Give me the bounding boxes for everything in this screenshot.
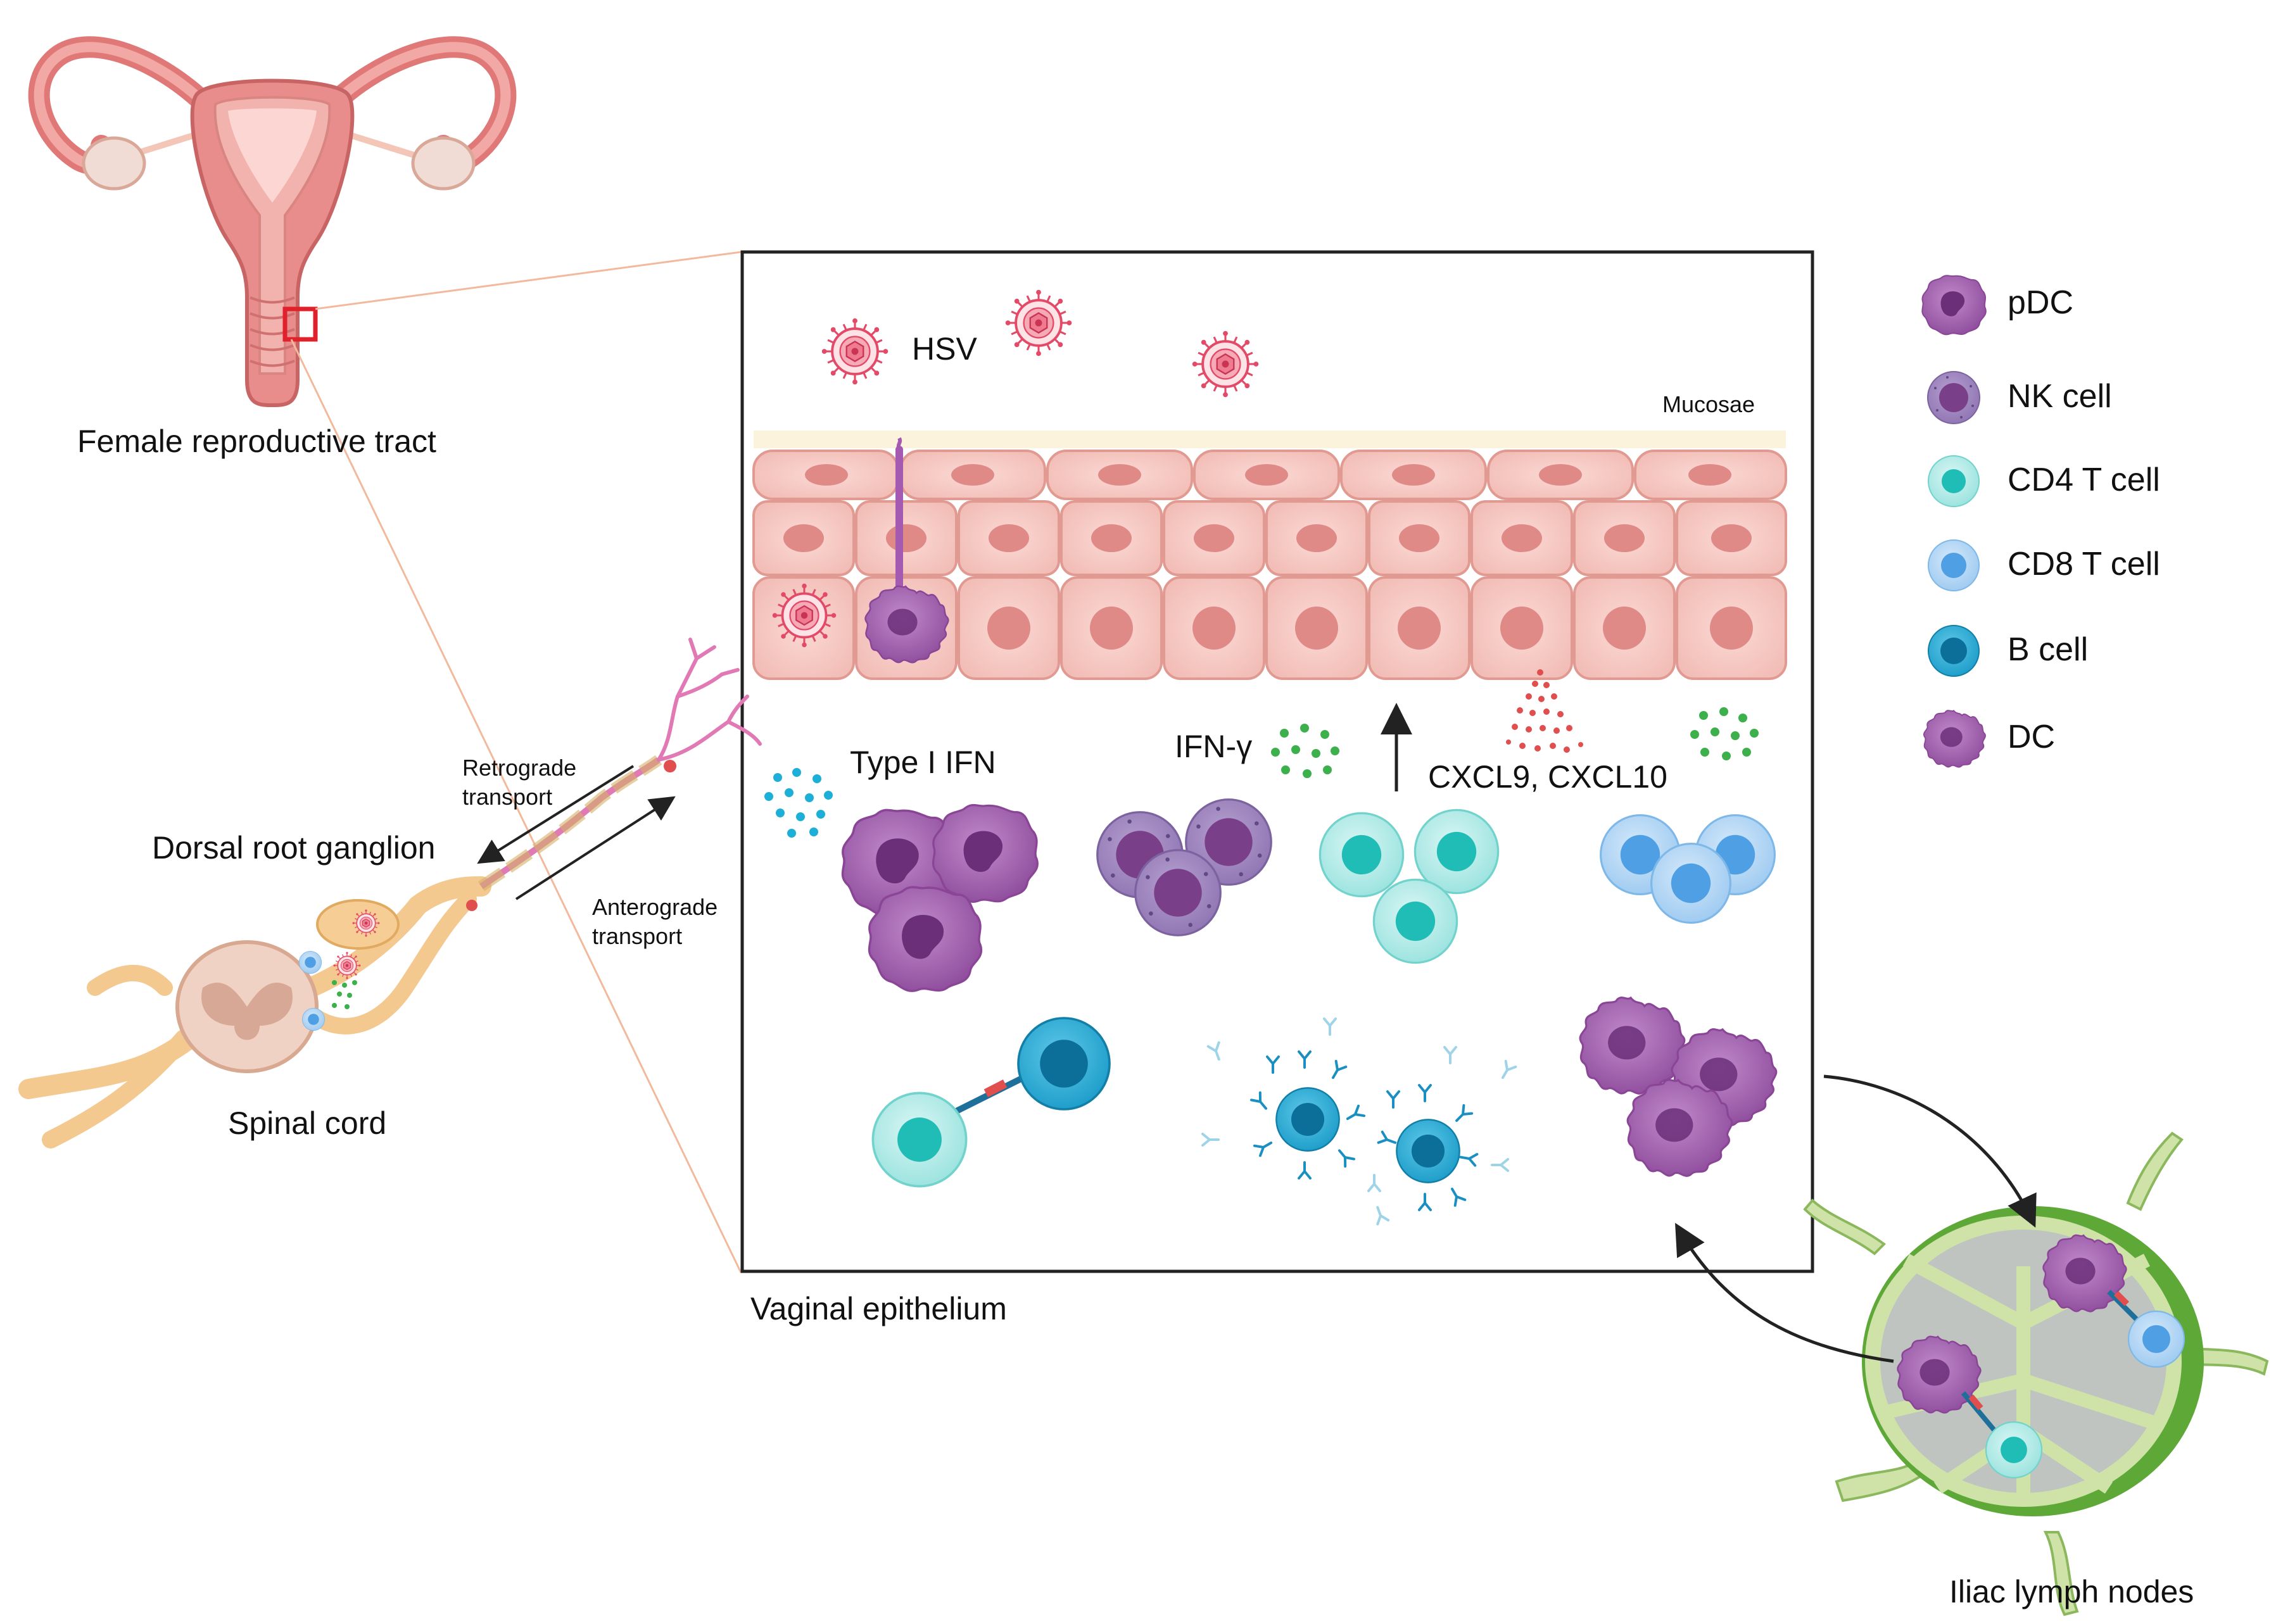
spinal-cord-illustration bbox=[18, 638, 762, 1149]
zoom-lines bbox=[290, 251, 742, 1273]
b-cell-icon bbox=[1928, 625, 1980, 677]
legend-label-pdc: pDC bbox=[2008, 284, 2074, 321]
label-ifng: IFN-γ bbox=[1175, 729, 1253, 764]
iliac-lymph-node bbox=[1803, 1131, 2269, 1616]
legend-label-dc: DC bbox=[2008, 719, 2056, 755]
legend-item-cd8: CD8 T cell bbox=[1916, 527, 2270, 603]
label-mucosae: Mucosae bbox=[1662, 391, 1755, 417]
legend-item-bcell: B cell bbox=[1916, 613, 2270, 689]
label-retrograde: Retrograde transport bbox=[462, 753, 576, 812]
label-iliac: Iliac lymph nodes bbox=[1949, 1574, 2194, 1609]
ifng-dots-2 bbox=[1690, 707, 1759, 760]
label-retrograde-line2: transport bbox=[462, 784, 553, 810]
label-retrograde-line1: Retrograde bbox=[462, 755, 577, 781]
legend-label-nk: NK cell bbox=[2008, 378, 2112, 415]
label-cxcl: CXCL9, CXCL10 bbox=[1428, 759, 1667, 795]
uterus-illustration bbox=[28, 36, 517, 408]
label-anterograde-line2: transport bbox=[592, 923, 683, 949]
cd4-cell-icon bbox=[1928, 455, 1980, 507]
intraepithelial-dc bbox=[864, 437, 949, 664]
label-vaginal-epithelium: Vaginal epithelium bbox=[750, 1291, 1007, 1326]
legend-item-pdc: pDC bbox=[1916, 266, 2270, 342]
label-hsv: HSV bbox=[912, 331, 977, 367]
type1-ifn-dots bbox=[764, 768, 833, 838]
legend-item-nk: NK cell bbox=[1916, 360, 2270, 436]
cxcl-dots bbox=[1506, 669, 1583, 753]
legend-label-cd8: CD8 T cell bbox=[2008, 546, 2160, 582]
cd4-bcell-interaction bbox=[871, 1017, 1111, 1188]
virus-1 bbox=[820, 317, 890, 386]
legend-label-cd4: CD4 T cell bbox=[2008, 462, 2160, 498]
dc-icon bbox=[1923, 710, 1986, 768]
label-type1-ifn: Type I IFN bbox=[850, 745, 996, 780]
label-anterograde: Anterograde transport bbox=[592, 893, 718, 951]
pdc-icon bbox=[1921, 275, 1987, 336]
label-spinal-cord: Spinal cord bbox=[228, 1105, 387, 1141]
virus-infected-cell bbox=[771, 582, 838, 649]
nk-cell-icon bbox=[1927, 371, 1980, 424]
virus-3 bbox=[1191, 329, 1260, 399]
label-anterograde-line1: Anterograde bbox=[592, 894, 718, 920]
epithelium-layer bbox=[752, 450, 1787, 680]
legend-item-cd4: CD4 T cell bbox=[1916, 443, 2270, 519]
label-female-tract: Female reproductive tract bbox=[77, 424, 436, 459]
virus-2 bbox=[1004, 288, 1073, 358]
ifng-dots bbox=[1271, 724, 1339, 778]
legend-label-bcell: B cell bbox=[2008, 631, 2089, 668]
cd8-cell-icon bbox=[1928, 539, 1980, 591]
label-drg: Dorsal root ganglion bbox=[152, 830, 436, 866]
legend-item-dc: DC bbox=[1916, 700, 2270, 776]
